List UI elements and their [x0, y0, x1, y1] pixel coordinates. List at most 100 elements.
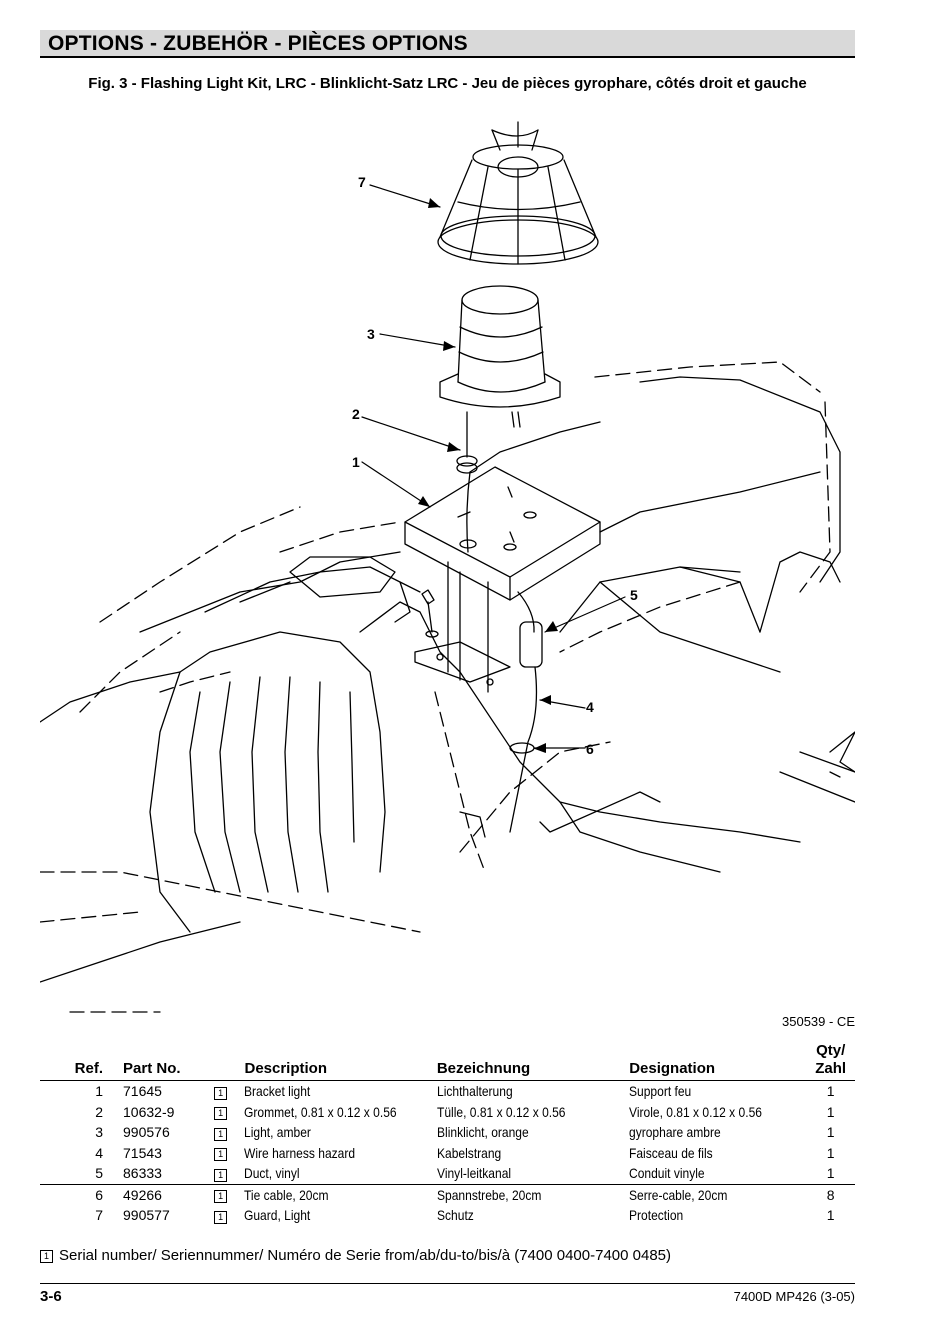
bezeichnung-cell: Schutz — [436, 1207, 474, 1224]
bezeichnung-cell: Blinklicht, orange — [436, 1124, 529, 1141]
description-cell: Grommet, 0.81 x 0.12 x 0.56 — [244, 1103, 398, 1120]
serial-mark-cell: 1 — [214, 1081, 244, 1102]
callout-numbers: 7 3 2 1 5 4 6 — [352, 174, 638, 757]
bracket-light-part — [404, 466, 601, 693]
serial-mark-cell: 1 — [214, 1122, 244, 1143]
callout-2: 2 — [352, 406, 360, 422]
section-title: OPTIONS - ZUBEHÖR - PIÈCES OPTIONS — [48, 32, 468, 55]
serial-mark-cell: 1 — [214, 1163, 244, 1184]
description-cell: Wire harness hazard — [244, 1144, 356, 1161]
duct-harness-tie — [509, 591, 546, 833]
qty-cell: 1 — [826, 1144, 835, 1161]
description-cell: Bracket light — [244, 1083, 311, 1100]
table-row: 3 990576 1 Light, amber Blinklicht, oran… — [40, 1122, 855, 1143]
section-header: OPTIONS - ZUBEHÖR - PIÈCES OPTIONS — [40, 30, 855, 58]
part-no-cell: 990576 — [123, 1124, 170, 1141]
callout-leaders — [361, 184, 626, 749]
table-row: 1 71645 1 Bracket light Lichthalterung S… — [40, 1081, 855, 1102]
footnote-text: Serial number/ Seriennummer/ Numéro de S… — [59, 1247, 671, 1264]
qty-cell: 1 — [826, 1083, 835, 1100]
table-row: 7 990577 1 Guard, Light Schutz Protectio… — [40, 1205, 855, 1226]
serial-mark-cell: 1 — [214, 1205, 244, 1226]
bezeichnung-cell: Spannstrebe, 20cm — [436, 1183, 603, 1205]
grommet-and-wire — [456, 411, 478, 553]
callout-3: 3 — [367, 326, 375, 342]
qty-cell: 8 — [806, 1183, 855, 1205]
figure-title: Fig. 3 - Flashing Light Kit, LRC - Blink… — [88, 75, 807, 92]
bezeichnung-cell: Kabelstrang — [436, 1144, 502, 1161]
serial-mark-box: 1 — [214, 1127, 228, 1141]
page-number: 3-6 — [40, 1288, 62, 1305]
ref-cell: 1 — [95, 1083, 104, 1100]
part-no-cell: 86333 — [123, 1165, 162, 1182]
header-description: Description — [244, 1042, 437, 1081]
table-row: 4 71543 1 Wire harness hazard Kabelstran… — [40, 1143, 855, 1164]
serial-mark-box: 1 — [214, 1107, 228, 1121]
qty-cell: 1 — [826, 1124, 835, 1141]
designation-cell: Conduit vinyle — [629, 1165, 705, 1182]
bezeichnung-cell: Vinyl-leitkanal — [436, 1165, 511, 1182]
serial-mark-cell: 1 — [214, 1183, 245, 1205]
footer-divider — [40, 1283, 855, 1284]
header-designation: Designation — [629, 1042, 807, 1081]
designation-cell: gyrophare ambre — [629, 1124, 721, 1141]
table-row: 2 10632-9 1 Grommet, 0.81 x 0.12 x 0.56 … — [40, 1102, 855, 1123]
footnote-mark-box: 1 — [40, 1250, 53, 1263]
ref-cell: 6 — [40, 1183, 124, 1205]
description-cell: Tie cable, 20cm — [244, 1183, 410, 1205]
designation-cell: Protection — [629, 1207, 684, 1224]
figure-code: 350539 - CE — [782, 1014, 855, 1029]
serial-mark-box: 1 — [214, 1210, 228, 1224]
qty-cell: 1 — [826, 1207, 835, 1224]
ref-cell: 5 — [95, 1165, 104, 1182]
callout-4: 4 — [586, 699, 594, 715]
header-ref: Ref. — [40, 1042, 124, 1081]
designation-cell: Serre-cable, 20cm — [629, 1183, 782, 1205]
ref-cell: 2 — [95, 1103, 104, 1120]
header-part-no: Part No. — [123, 1042, 215, 1081]
header-qty: Qty/ Zahl — [806, 1042, 855, 1081]
callout-5: 5 — [630, 587, 638, 603]
amber-light-part — [439, 285, 561, 428]
qty-cell: 1 — [826, 1103, 835, 1120]
ref-cell: 3 — [95, 1124, 104, 1141]
callout-6: 6 — [586, 741, 594, 757]
ref-cell: 7 — [95, 1207, 104, 1224]
part-no-cell: 71543 — [123, 1144, 162, 1161]
ref-cell: 4 — [95, 1144, 104, 1161]
vehicle-outline-solid — [40, 376, 855, 983]
light-guard-part — [437, 121, 599, 265]
part-no-cell: 10632-9 — [123, 1103, 175, 1120]
bezeichnung-cell: Lichthalterung — [436, 1083, 513, 1100]
serial-mark-box: 1 — [214, 1148, 228, 1162]
table-row: 5 86333 1 Duct, vinyl Vinyl-leitkanal Co… — [40, 1163, 855, 1184]
serial-mark-box: 1 — [214, 1190, 228, 1204]
part-no-cell: 71645 — [123, 1083, 162, 1100]
parts-table: Ref. Part No. Description Bezeichnung De… — [40, 1042, 855, 1226]
description-cell: Duct, vinyl — [244, 1165, 301, 1182]
table-row: 6 49266 1 Tie cable, 20cm Spannstrebe, 2… — [40, 1183, 855, 1205]
serial-mark-box: 1 — [214, 1168, 228, 1182]
document-code: 7400D MP426 (3-05) — [733, 1289, 855, 1304]
header-serial-mark — [214, 1042, 245, 1081]
serial-footnote: 1 Serial number/ Seriennummer/ Numéro de … — [40, 1247, 671, 1264]
bezeichnung-cell: Tülle, 0.81 x 0.12 x 0.56 — [436, 1103, 566, 1120]
serial-mark-box: 1 — [214, 1086, 228, 1100]
callout-arrowheads — [418, 198, 558, 753]
part-no-cell: 990577 — [123, 1207, 170, 1224]
exploded-view-drawing: 7 3 2 1 5 4 6 — [40, 121, 855, 1013]
serial-mark-cell: 1 — [214, 1143, 244, 1164]
description-cell: Light, amber — [244, 1124, 312, 1141]
header-bezeichnung: Bezeichnung — [436, 1042, 630, 1081]
description-cell: Guard, Light — [244, 1207, 311, 1224]
designation-cell: Virole, 0.81 x 0.12 x 0.56 — [629, 1103, 763, 1120]
exploded-view-figure: 7 3 2 1 5 4 6 350539 - CE — [40, 112, 855, 1032]
callout-1: 1 — [352, 454, 360, 470]
serial-mark-cell: 1 — [214, 1102, 244, 1123]
qty-cell: 1 — [826, 1165, 835, 1182]
vehicle-outline-dashed — [40, 361, 831, 1013]
table-header-row: Ref. Part No. Description Bezeichnung De… — [40, 1042, 855, 1081]
callout-7: 7 — [358, 174, 366, 190]
designation-cell: Faisceau de fils — [629, 1144, 713, 1161]
designation-cell: Support feu — [629, 1083, 692, 1100]
